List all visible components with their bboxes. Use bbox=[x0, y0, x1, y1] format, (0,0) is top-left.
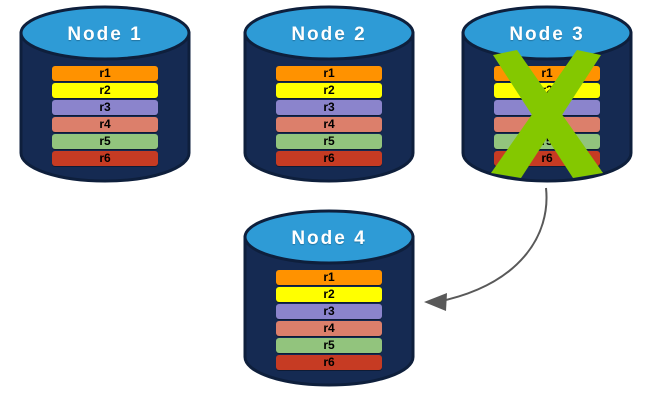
data-row: r2 bbox=[52, 83, 158, 98]
data-row: r3 bbox=[276, 100, 382, 115]
row-list: r1 r2 r3 r4 r5 r6 bbox=[276, 270, 382, 372]
data-row: r6 bbox=[52, 151, 158, 166]
row-list: r1 r2 r3 r4 r5 r6 bbox=[52, 66, 158, 168]
data-row: r3 bbox=[52, 100, 158, 115]
data-row: r6 bbox=[276, 355, 382, 370]
data-row: r1 bbox=[276, 270, 382, 285]
data-row: r5 bbox=[276, 338, 382, 353]
data-row: r2 bbox=[276, 287, 382, 302]
data-row: r3 bbox=[494, 100, 600, 115]
data-row: r1 bbox=[494, 66, 600, 81]
data-row: r1 bbox=[276, 66, 382, 81]
data-row: r1 bbox=[52, 66, 158, 81]
data-row: r3 bbox=[276, 304, 382, 319]
data-row: r6 bbox=[494, 151, 600, 166]
data-row: r2 bbox=[494, 83, 600, 98]
data-row: r2 bbox=[276, 83, 382, 98]
arrow-head-icon bbox=[424, 293, 447, 311]
data-row: r5 bbox=[494, 134, 600, 149]
row-list: r1 r2 r3 r4 r5 r6 bbox=[494, 66, 600, 168]
data-row: r5 bbox=[52, 134, 158, 149]
data-row: r4 bbox=[52, 117, 158, 132]
data-row: r4 bbox=[494, 117, 600, 132]
data-row: r4 bbox=[276, 117, 382, 132]
data-row: r6 bbox=[276, 151, 382, 166]
data-row: r5 bbox=[276, 134, 382, 149]
data-row: r4 bbox=[276, 321, 382, 336]
row-list: r1 r2 r3 r4 r5 r6 bbox=[276, 66, 382, 168]
